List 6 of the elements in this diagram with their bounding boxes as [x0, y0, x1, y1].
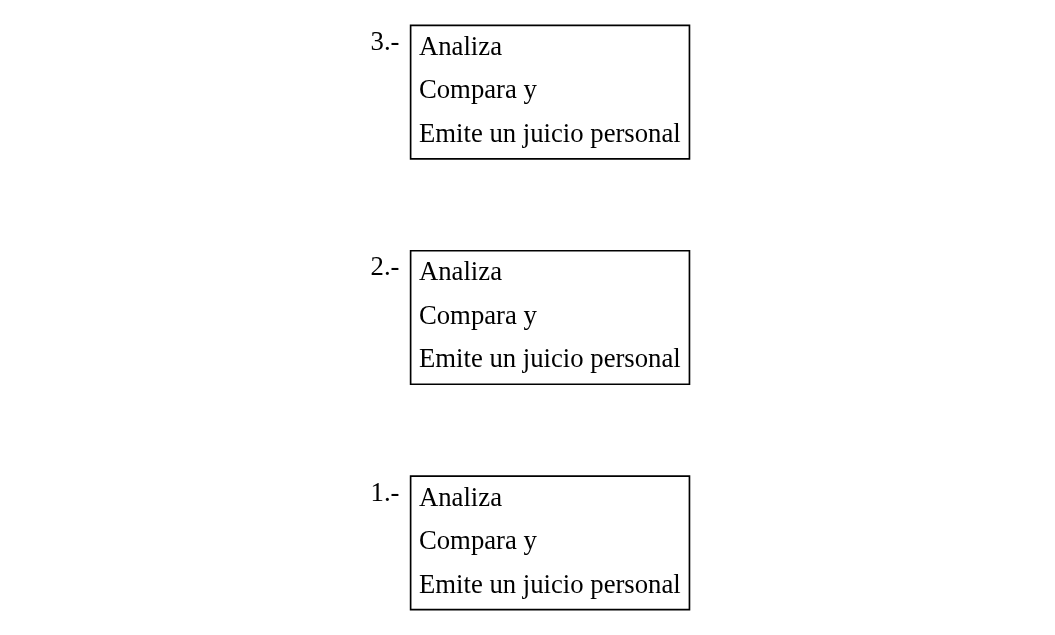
node-label: 2.-	[370, 251, 400, 282]
node-label: 1.-	[370, 476, 400, 507]
node-box: Analiza Compara y Emite un juicio personal	[409, 249, 691, 386]
node-label: 3.-	[370, 26, 400, 57]
node-box: Analiza Compara y Emite un juicio personal	[409, 475, 691, 611]
node-box: Analiza Compara y Emite un juicio personal	[409, 24, 691, 160]
